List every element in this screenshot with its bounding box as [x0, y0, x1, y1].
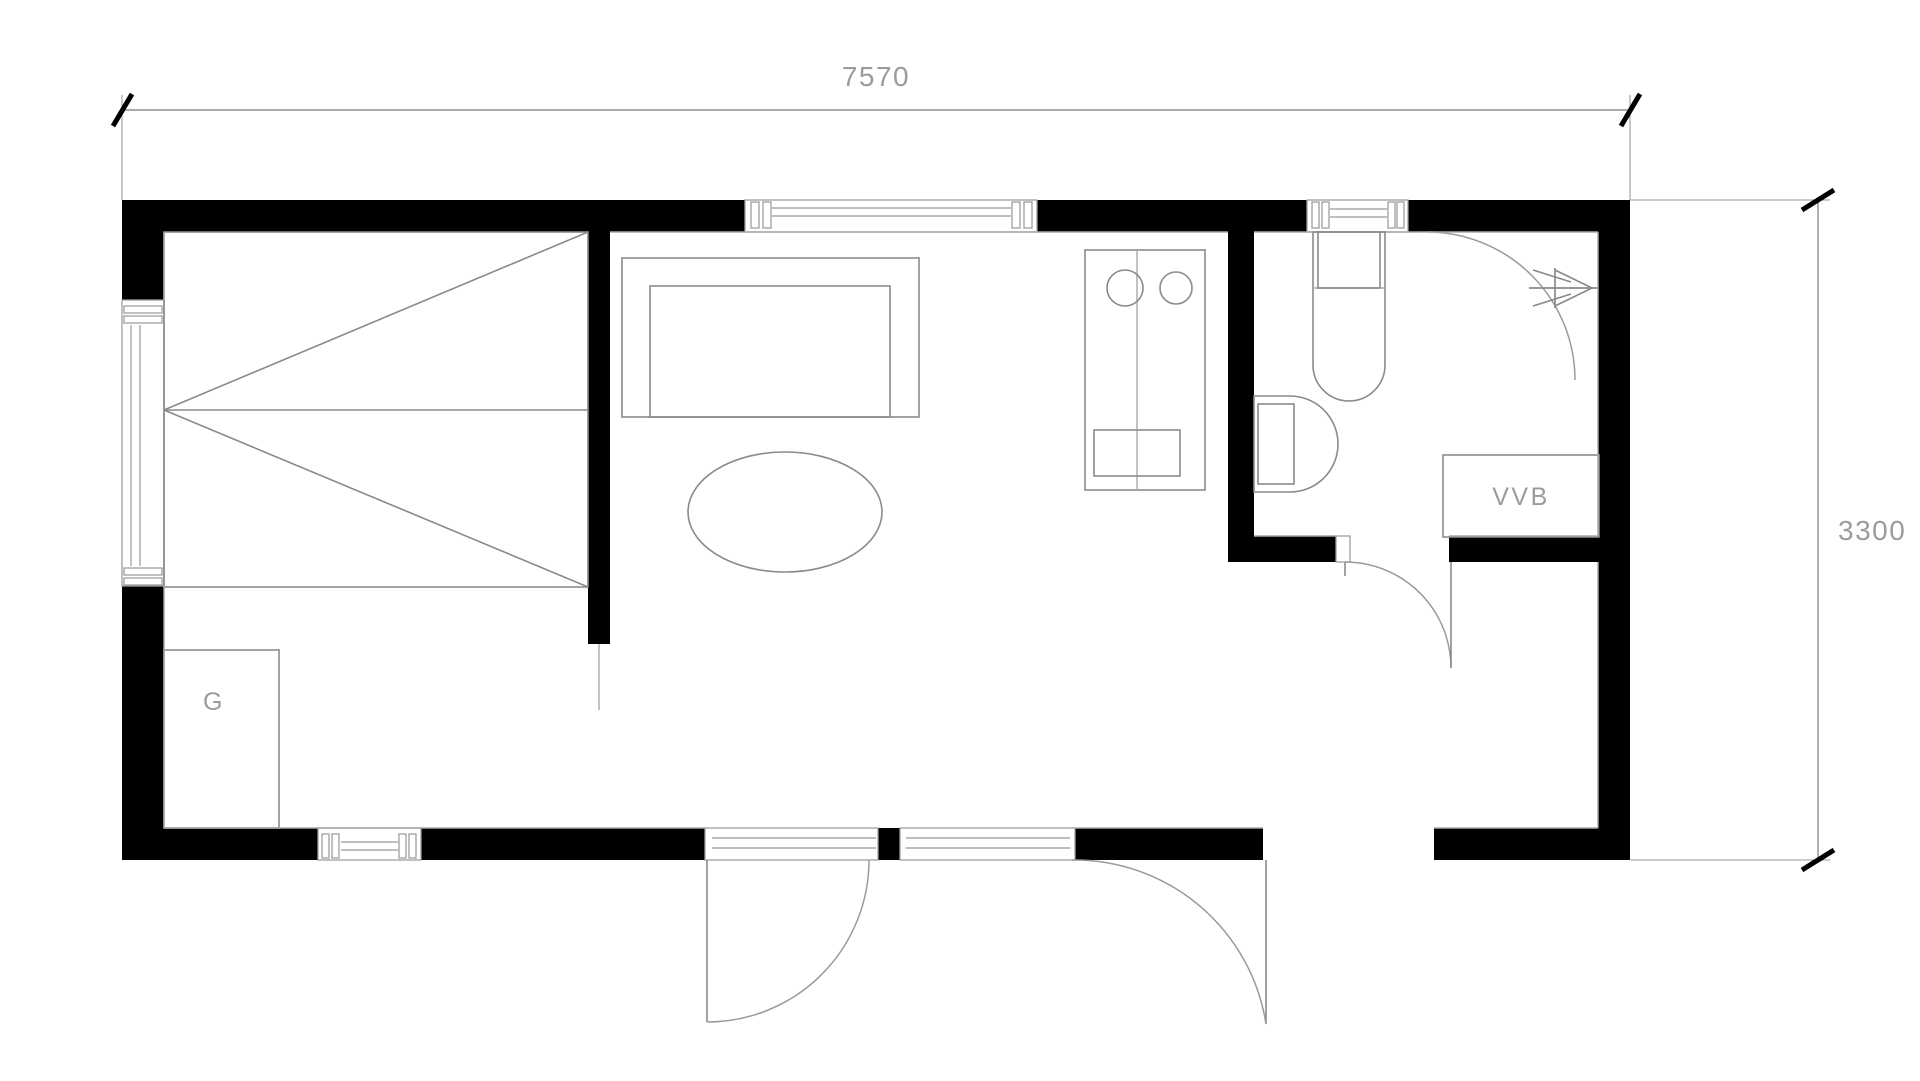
window-top-right[interactable]: [1306, 199, 1409, 233]
water-heater-cabinet[interactable]: VVB: [1442, 454, 1600, 538]
wall-bottom-segment-c: [1434, 828, 1630, 860]
wall-left-upper-segment: [122, 200, 164, 300]
window-bottom-left[interactable]: [317, 827, 422, 861]
sofa[interactable]: [621, 257, 920, 418]
kitchen-sink: [1093, 429, 1181, 477]
dimension-right: 3300: [1630, 187, 1906, 873]
dimension-top-label: 7570: [842, 61, 910, 92]
radiator-icon: [1529, 268, 1598, 308]
door-swing-bottom-center: [706, 859, 870, 1023]
kitchen-counter[interactable]: [1084, 249, 1206, 491]
door-swing-bottom-right: [1071, 859, 1267, 1025]
toilet[interactable]: [1312, 231, 1386, 402]
wall-top-left-segment: [122, 200, 745, 232]
exterior-walls: [122, 200, 1630, 860]
wall-top-middle-segment: [1037, 200, 1307, 232]
dimension-top: 7570: [110, 61, 1643, 200]
stove-burner-right: [1159, 271, 1193, 305]
interior-walls: [588, 232, 1599, 710]
wall-bathroom-bottom-left: [1228, 536, 1336, 562]
door-bathroom[interactable]: [1335, 535, 1452, 669]
wall-top-right-segment: [1408, 200, 1630, 232]
window-left[interactable]: [121, 299, 165, 587]
bed[interactable]: [163, 231, 589, 588]
wall-bottom-segment-a: [421, 828, 705, 860]
wall-bottom-segment-b: [1075, 828, 1263, 860]
wall-bottom-left-stub: [122, 828, 318, 860]
coffee-table[interactable]: [687, 451, 883, 573]
wall-bottom-pier: [878, 828, 900, 860]
wall-partition-bedroom: [588, 232, 610, 644]
interior-outline: [163, 231, 1599, 829]
door-bathroom-inner[interactable]: [1426, 231, 1576, 381]
water-heater-label: VVB: [1492, 483, 1550, 511]
wall-kitchen-bathroom: [1228, 232, 1254, 562]
dimension-right-label: 3300: [1838, 515, 1906, 546]
door-swing-bathroom: [1344, 561, 1452, 669]
door-bottom-center[interactable]: [704, 827, 879, 1023]
wardrobe-cabinet[interactable]: G: [163, 649, 280, 829]
window-top-left[interactable]: [744, 199, 1038, 233]
door-swing-bathroom-inner: [1426, 231, 1576, 381]
stove-burner-left: [1106, 269, 1144, 307]
wall-left-lower-segment: [122, 586, 164, 860]
wardrobe-label: G: [203, 688, 225, 716]
wall-bathroom-bottom-right: [1449, 536, 1599, 562]
wall-right-segment: [1598, 200, 1630, 860]
door-bottom-right[interactable]: [899, 827, 1267, 1025]
washbasin[interactable]: [1253, 395, 1339, 493]
